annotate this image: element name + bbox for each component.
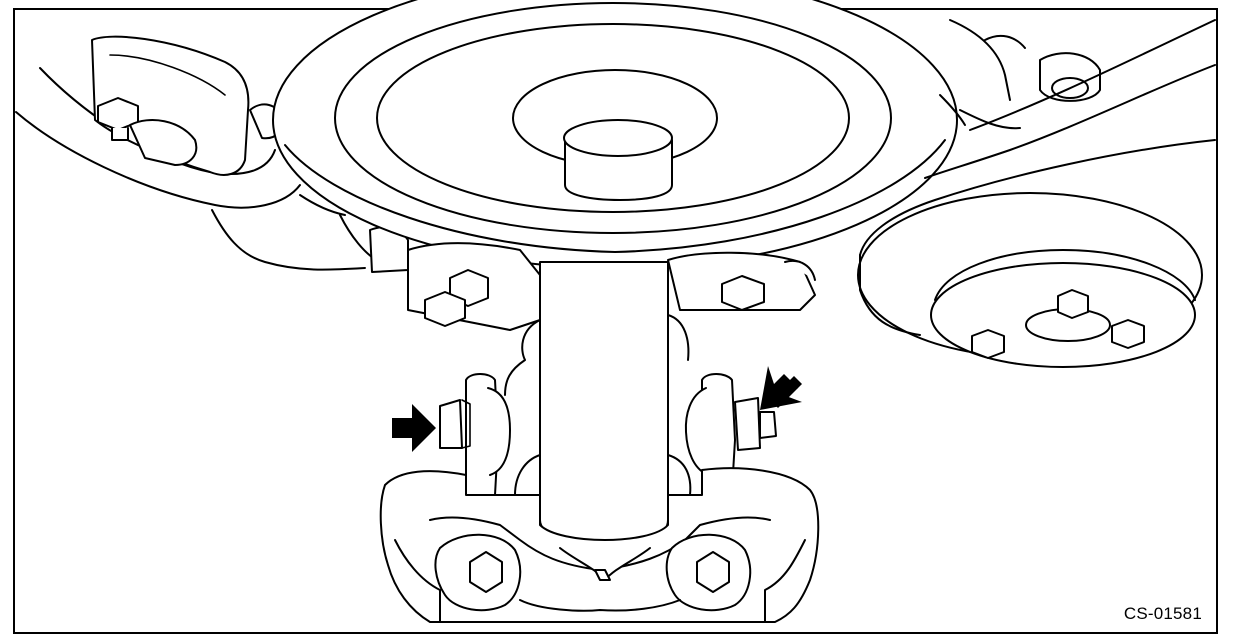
bracket-bolts (407, 242, 816, 331)
left-clevis (439, 373, 511, 496)
accessory-pulley (857, 139, 1216, 368)
left-bracket (15, 35, 301, 209)
lower-crossmember (379, 467, 820, 623)
crank-pulley (272, 0, 958, 269)
arrow-down-left-icon (760, 366, 802, 410)
upper-right-housing (924, 19, 1216, 179)
arrow-right-icon (392, 404, 436, 452)
figure-code: CS-01581 (1123, 604, 1202, 623)
